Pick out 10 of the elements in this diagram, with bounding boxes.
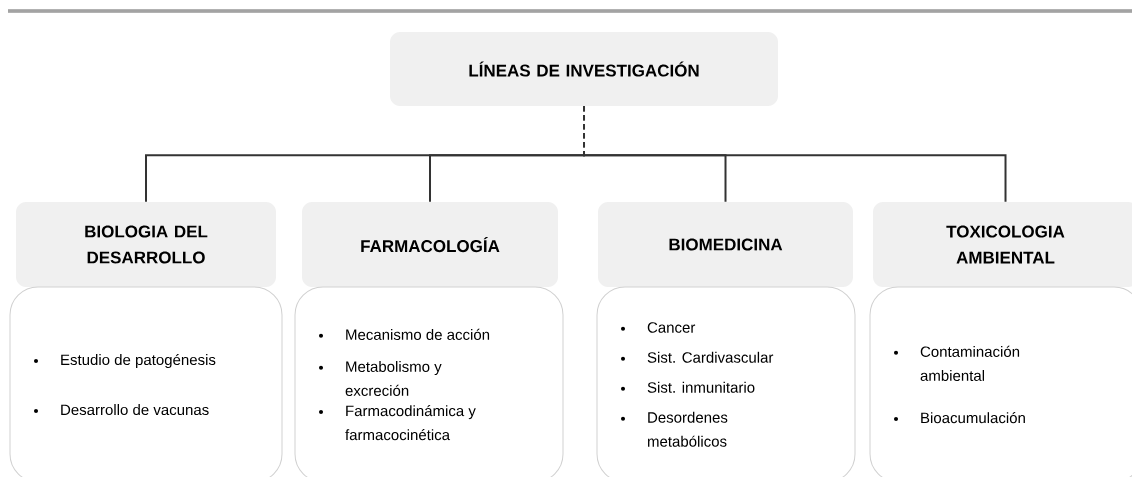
list-box: Contaminación ambiental Bioacumulación (869, 286, 1132, 477)
heading-box: LÍNEAS DE INVESTIGACIÓN (390, 32, 778, 106)
heading-box: TOXICOLOGIA AMBIENTAL (873, 202, 1132, 287)
list-box: Cancer Sist. Cardivascular Sist. inmunitario Desordenes metabólicos (596, 286, 856, 477)
heading-box: BIOLOGIA DEL DESARROLLO (16, 202, 276, 287)
connector (583, 105, 1007, 203)
list-box: Estudio de patogénesis Desarrollo de vacunas (9, 286, 283, 477)
heading-box: BIOMEDICINA (598, 202, 853, 287)
heading-box: FARMACOLOGÍA (302, 202, 558, 287)
list-box: Mecanismo de acción Metabolismo y excreción Farmacodinámica y farmacocinética (294, 286, 564, 477)
